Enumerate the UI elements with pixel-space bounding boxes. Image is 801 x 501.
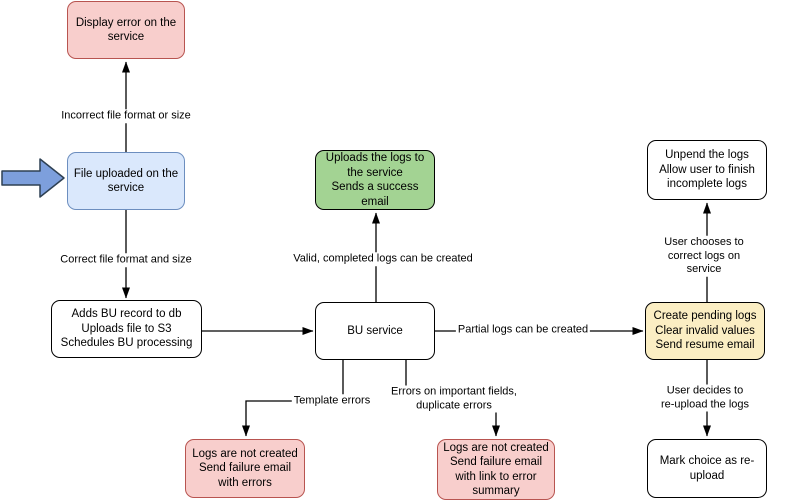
node-display-error: Display error on the service — [67, 1, 185, 59]
edge-label-incorrect-file: Incorrect file format or size — [59, 109, 193, 123]
edge-label-user-chooses: User chooses to correct logs on service — [655, 235, 753, 277]
node-failure-summary: Logs are not created Send failure email … — [437, 439, 555, 500]
node-add-record: Adds BU record to db Uploads file to S3 … — [51, 300, 202, 358]
node-create-pending: Create pending logs Clear invalid values… — [645, 302, 765, 360]
input-arrow-icon — [1, 158, 65, 198]
edge-label-important-errors: Errors on important fields, duplicate er… — [389, 385, 519, 413]
node-file-uploaded: File uploaded on the service — [67, 152, 185, 210]
node-success-upload: Uploads the logs to the service Sends a … — [315, 150, 435, 210]
node-failure-errors: Logs are not created Send failure email … — [185, 439, 305, 498]
edge-label-template-errors: Template errors — [291, 394, 373, 408]
node-mark-reupload: Mark choice as re- upload — [647, 439, 767, 498]
edge-label-user-decides: User decides to re-upload the logs — [657, 384, 753, 412]
node-bu-service: BU service — [315, 302, 435, 360]
edge-label-valid-logs: Valid, completed logs can be created — [291, 252, 475, 266]
edge-label-correct-file: Correct file format and size — [58, 253, 194, 267]
edge-label-partial-logs: Partial logs can be created — [455, 323, 591, 337]
node-unpend-logs: Unpend the logs Allow user to finish inc… — [647, 140, 767, 200]
